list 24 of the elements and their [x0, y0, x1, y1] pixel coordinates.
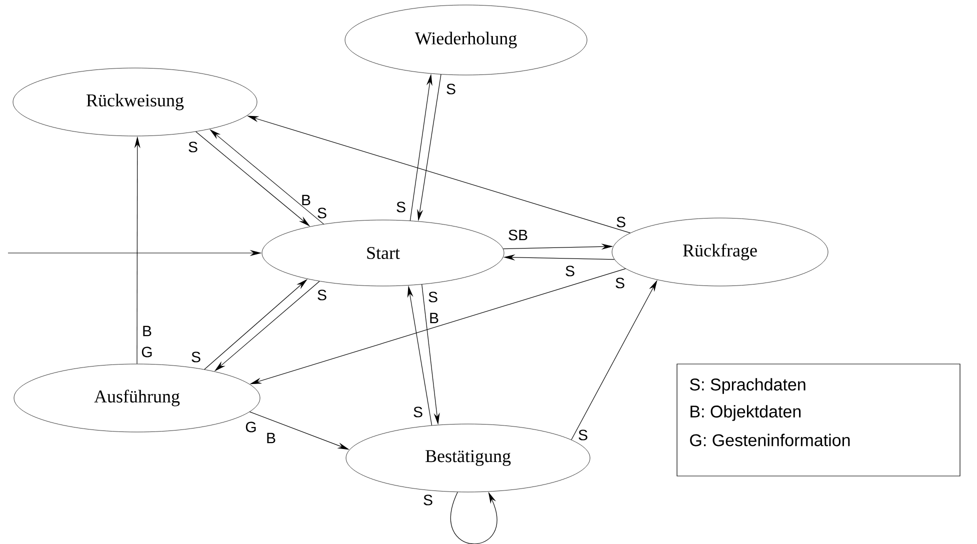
edge-label: S: [188, 142, 198, 152]
edge-label: S: [414, 406, 422, 418]
edge-label: G: [246, 422, 256, 432]
edge-label: SB: [508, 230, 528, 240]
edge-label: S: [428, 292, 438, 302]
edge-label: S: [318, 290, 326, 300]
legend-entry: B: Objektdaten: [690, 405, 801, 421]
edge-label: S: [192, 352, 200, 362]
legend-entry: S: Sprachdaten: [690, 378, 806, 394]
edge-label: S: [566, 266, 574, 276]
arrow: [450, 492, 497, 544]
data-type-letter: B: [267, 432, 276, 444]
edge-label: S: [446, 84, 456, 94]
edge-label: G: [142, 346, 152, 358]
data-type-letter: B: [302, 194, 310, 206]
edge-label: S: [616, 216, 626, 228]
edge-label: S: [616, 278, 624, 288]
edge-label: S: [318, 208, 326, 218]
edge-label: S: [396, 202, 406, 212]
edge-label: S: [578, 430, 588, 440]
legend-entry: G: Gesteninformation: [690, 434, 850, 446]
edge-label: S: [424, 494, 432, 506]
data-type-letter: B: [430, 312, 438, 324]
data-type-letter: B: [143, 326, 152, 336]
